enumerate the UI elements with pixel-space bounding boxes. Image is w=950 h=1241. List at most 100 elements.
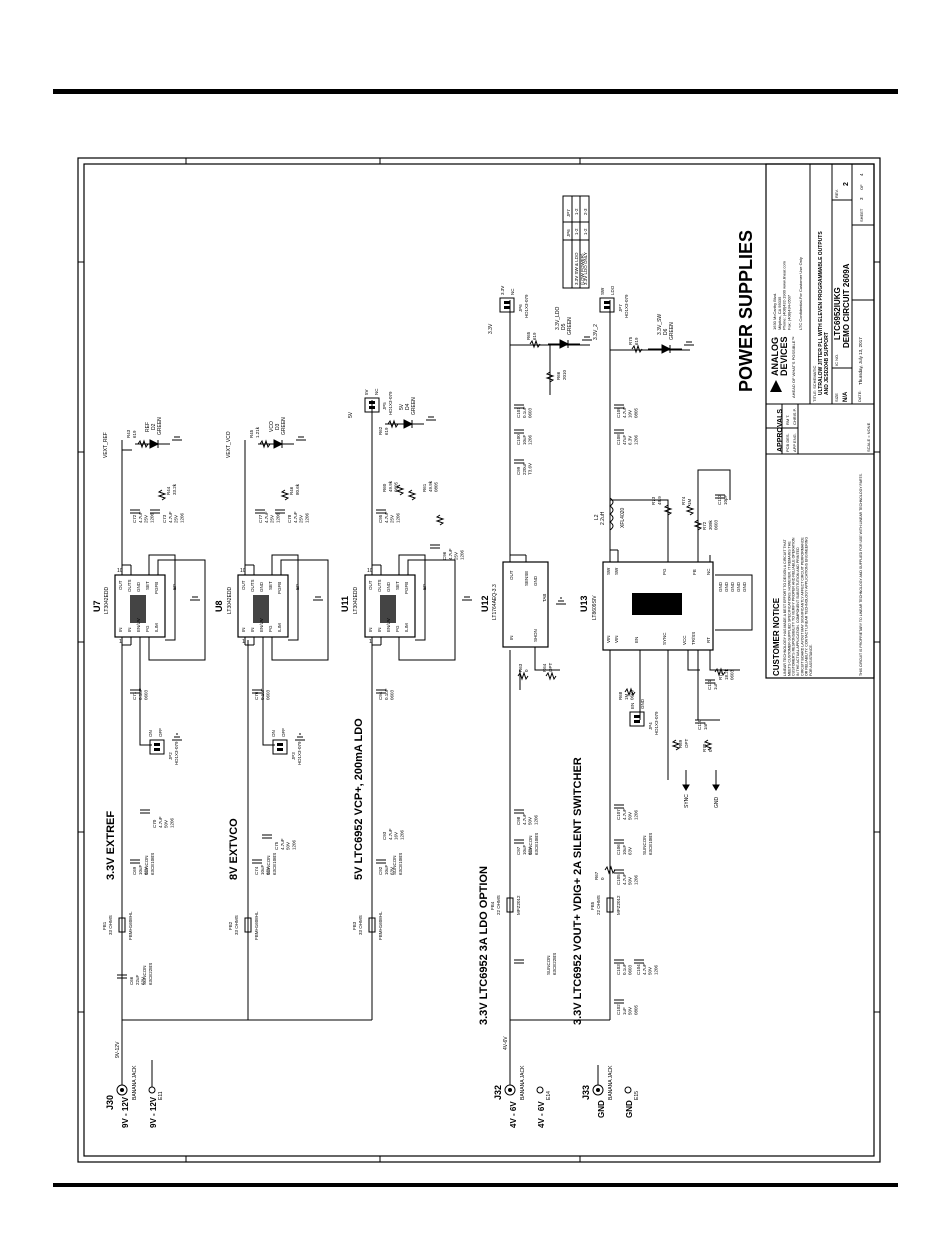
r68-label: R681M0603 xyxy=(618,689,635,700)
u7-pin-set: SET xyxy=(145,581,150,590)
ic-no-label: IC NO. xyxy=(834,354,839,366)
jp2-b: OFF xyxy=(158,728,163,737)
u8-pin-pgfb: PGFB xyxy=(277,582,282,594)
connector-j33: J33 BANANA JACK GND E15 GND xyxy=(581,1065,640,1118)
u8-pin-gnd: GND xyxy=(259,581,264,592)
r45-label: R451.21k xyxy=(249,426,260,438)
u13-gnd-5: GND xyxy=(742,581,747,592)
scale-label: SCALE = NONE xyxy=(866,422,871,452)
page-title: POWER SUPPLIES xyxy=(736,230,756,392)
size-label: SIZE xyxy=(834,393,839,402)
sync-gnd-test-points xyxy=(682,770,720,791)
jp2-ref: JP2 xyxy=(168,752,173,760)
c92-suncon: SUNCON63CE10BS xyxy=(392,853,403,875)
jp3-part: HD1X3-079 xyxy=(297,741,302,765)
r65-label: R65619 xyxy=(526,331,537,340)
d3-ref: D3 xyxy=(275,423,281,430)
app-eng-label: APP ENG. xyxy=(792,433,797,452)
r63-label: R630 xyxy=(518,663,529,672)
jumper-table-r2-mode: 3.3V LDO ONLY xyxy=(583,252,588,285)
j30-type: BANANA JACK xyxy=(132,1065,138,1100)
jp3-b: OFF xyxy=(281,728,286,737)
r62-label: R62619 xyxy=(378,426,389,435)
jumper-table-r1-mode: 3.3V SW & LDO(LOW POWER) xyxy=(574,252,585,285)
j33-net: GND xyxy=(597,1100,606,1118)
jumper-glyphs xyxy=(149,297,645,755)
c102-suncon: SUNCON63CE22BS xyxy=(546,953,557,975)
notice-title: CUSTOMER NOTICE xyxy=(772,597,781,676)
u7-num-1: 1 xyxy=(119,639,122,645)
confidential: LTC Confidential-For Customer Use Only xyxy=(798,257,803,330)
connector-j32: J32 BANANA JACK 4V - 6V E14 4V - 6V xyxy=(493,1025,552,1128)
r69-label: R69OPT xyxy=(678,738,689,748)
d3-net: VCO xyxy=(269,421,275,432)
r73-label: R7349.9 xyxy=(651,496,662,505)
c93-label: C934.7uF16V1206 xyxy=(382,828,404,840)
u13-part: LT8609SIV xyxy=(592,595,598,620)
company-line2: DEVICES xyxy=(779,336,789,376)
jumper-pins xyxy=(154,301,640,751)
c104-label: C1044.7uF50V1206 xyxy=(636,963,658,975)
u11-pin-pgfb: PGFB xyxy=(404,582,409,594)
fb3-ref: FB3 xyxy=(352,921,357,930)
u7-part: LT3042EDD xyxy=(104,586,110,614)
c109-label: C1094.7uF10V0805 xyxy=(616,406,638,418)
jumper-table-head-jp7: JP7 xyxy=(566,209,571,217)
u8-pin-ilim: ILIM xyxy=(277,623,282,632)
section-title-vcp: 5V LTC6952 VCP+, 200mA LDO xyxy=(353,718,365,880)
c73-label: C734.7uF25V1206 xyxy=(162,511,184,523)
inductor-l2 xyxy=(609,497,614,531)
u11-pin-ilim: ILIM xyxy=(404,623,409,632)
fb4-ref: FB4 xyxy=(490,901,495,910)
fb3-part: FBMH1608HL xyxy=(378,911,383,940)
jp2-part: HD1X3-079 xyxy=(174,741,179,765)
section-title-extvco: 8V EXTVCO xyxy=(228,818,240,880)
jp4-b: GND xyxy=(640,698,645,709)
u11-pin-out: OUT xyxy=(368,580,373,590)
multiline-blocks: LINEAR TECHNOLOGY HAS MADE A BEST EFFORT… xyxy=(772,231,830,676)
u12-pin-gnd: GND xyxy=(533,575,538,586)
pcb-des-label: PCB DES. xyxy=(785,433,790,452)
u12-pin-in: IN xyxy=(509,636,514,641)
j30-e: E11 xyxy=(158,1091,164,1100)
c75-label: C754.7uF50V1206 xyxy=(274,838,296,850)
j32-label: 4V - 6V xyxy=(537,1101,546,1128)
u7-pin-outs: OUTS xyxy=(127,579,132,592)
j32-ref: J32 xyxy=(493,1085,503,1100)
jp3-a: ON xyxy=(271,730,276,737)
r64-label: R64OPT xyxy=(542,662,553,672)
j30-net: 9V - 12V xyxy=(121,1096,130,1128)
top-rule xyxy=(53,89,898,94)
c106-label: C10610uF63V xyxy=(616,844,633,855)
proprietary-text: THIS CIRCUIT IS PROPRIETARY TO LINEAR TE… xyxy=(859,473,863,676)
u7-pin-out: OUT xyxy=(118,580,123,590)
u11-num-1: 1 xyxy=(369,639,372,645)
u8-num-1: 1 xyxy=(242,639,245,645)
u8-pin-outs: OUTS xyxy=(250,579,255,592)
net-sync: SYNC xyxy=(684,794,690,808)
u11-num-10: 10 xyxy=(367,568,373,574)
c99-label: C99220uFT3.6V xyxy=(516,462,533,475)
u13-pin-rt: RT xyxy=(706,637,711,643)
r44-label: R4433.2k xyxy=(166,483,177,495)
net-3v3-2: 3.3V_2 xyxy=(593,324,599,340)
jp7-ref: JP7 xyxy=(618,304,623,312)
u11-pin-gnd: GND xyxy=(386,581,391,592)
fb2-part: FBMH1608HL xyxy=(254,911,259,940)
demo-value: DEMO CIRCUIT 2609A xyxy=(842,263,851,348)
r67-label: R670 xyxy=(594,871,605,880)
u11-pin-pg: PG xyxy=(395,625,400,632)
d2-ref: D2 xyxy=(151,423,157,430)
r70-label: R700 xyxy=(702,743,713,752)
u12-pin-out: OUT xyxy=(509,570,514,580)
jp4-part: HD1X3-079 xyxy=(654,711,659,735)
u13-pin-fb: FB xyxy=(692,569,697,575)
jumper-table xyxy=(562,195,590,289)
u11-pin-en: EN/UV xyxy=(386,618,391,632)
section-title-switcher: 3.3V LTC6952 VOUT+ VDIG+ 2A SILENT SWITC… xyxy=(572,757,584,1025)
u12-ref: U12 xyxy=(480,595,490,612)
u13-wiring xyxy=(609,300,753,1020)
u13-gnd-3: GND xyxy=(730,581,735,592)
jp5-b: NC xyxy=(374,388,379,395)
u12-pin-tab: TAB xyxy=(542,594,547,602)
